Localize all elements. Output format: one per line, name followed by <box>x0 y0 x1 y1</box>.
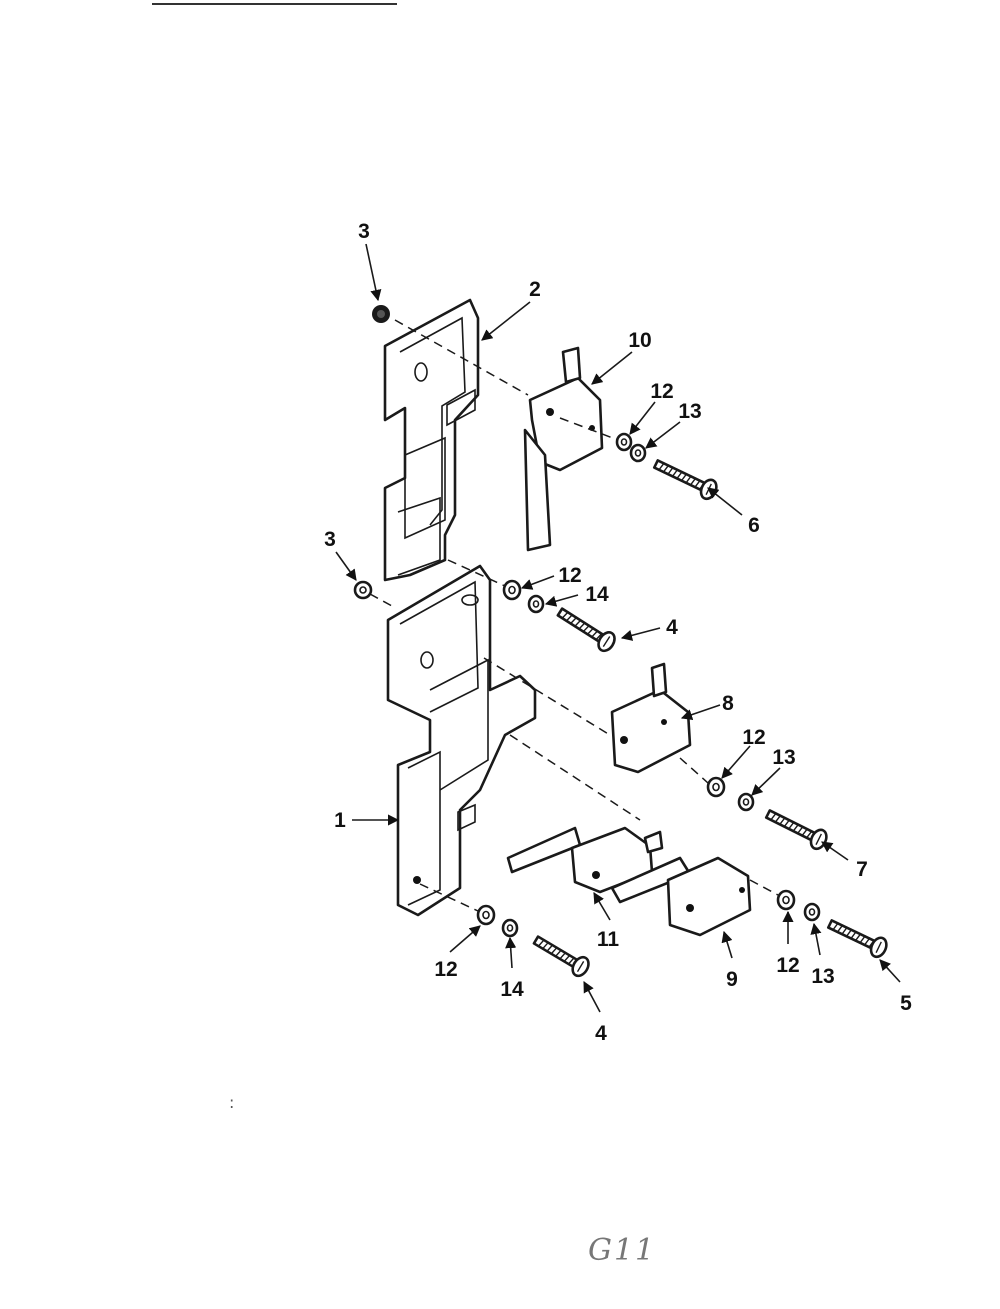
callout-1: 1 <box>334 809 346 832</box>
lower-switch-bracket <box>386 564 537 917</box>
callout-13-upper: 13 <box>678 400 701 423</box>
lockwasher-13-lower-right <box>803 902 821 922</box>
hex-nut-middle <box>353 580 373 600</box>
callout-13-lower-right: 13 <box>811 965 834 988</box>
leader-lines <box>335 243 901 1013</box>
screw-7 <box>764 809 828 851</box>
lockwasher-13-upper <box>629 443 647 463</box>
callout-12-lower-left: 12 <box>434 958 457 981</box>
callout-4-lower: 4 <box>595 1022 607 1045</box>
callout-6: 6 <box>748 514 760 537</box>
callout-8: 8 <box>722 692 734 715</box>
handwritten-note: G11 <box>588 1233 657 1268</box>
washer-12-switch8 <box>706 776 726 798</box>
callout-14-lower-left: 14 <box>500 978 524 1001</box>
callout-7: 7 <box>856 858 868 881</box>
callout-labels: 3 2 10 12 13 6 3 12 14 4 8 12 13 1 7 11 … <box>324 220 912 1045</box>
callout-12-upper: 12 <box>650 380 673 403</box>
callout-10: 10 <box>628 329 651 352</box>
micro-switch-10 <box>523 346 604 552</box>
margin-mark: : <box>229 1093 235 1112</box>
callout-12-mid: 12 <box>558 564 581 587</box>
micro-switch-9 <box>610 856 752 937</box>
washer-12-upper <box>615 432 633 452</box>
washer-12-mid <box>502 579 522 601</box>
top-rule-line <box>152 3 397 5</box>
callout-3-middle: 3 <box>324 528 336 551</box>
micro-switch-11 <box>506 826 664 894</box>
callout-2: 2 <box>529 278 541 301</box>
alignment-lines <box>369 319 779 912</box>
screw-4-mid <box>556 607 616 653</box>
lockwasher-14-lower-left <box>501 918 519 938</box>
callout-12-switch8: 12 <box>742 726 765 749</box>
washer-12-lower-right <box>776 889 796 911</box>
screw-6 <box>652 459 718 501</box>
upper-switch-bracket <box>383 298 480 582</box>
callout-3-top: 3 <box>358 220 370 243</box>
callout-13-switch8: 13 <box>772 746 795 769</box>
screw-4-lower <box>532 935 590 978</box>
callout-12-lower-right: 12 <box>776 954 799 977</box>
micro-switch-8 <box>610 662 692 774</box>
screw-5 <box>826 919 888 959</box>
lockwasher-14-mid <box>527 594 545 614</box>
lockwasher-13-switch8 <box>737 792 755 812</box>
callout-4-mid: 4 <box>666 616 678 639</box>
hex-nut-upper <box>372 305 390 323</box>
callout-5: 5 <box>900 992 912 1015</box>
washer-12-lower-left <box>476 904 496 926</box>
callout-14-mid: 14 <box>585 583 609 606</box>
callout-9: 9 <box>726 968 738 991</box>
callout-11: 11 <box>597 928 620 951</box>
